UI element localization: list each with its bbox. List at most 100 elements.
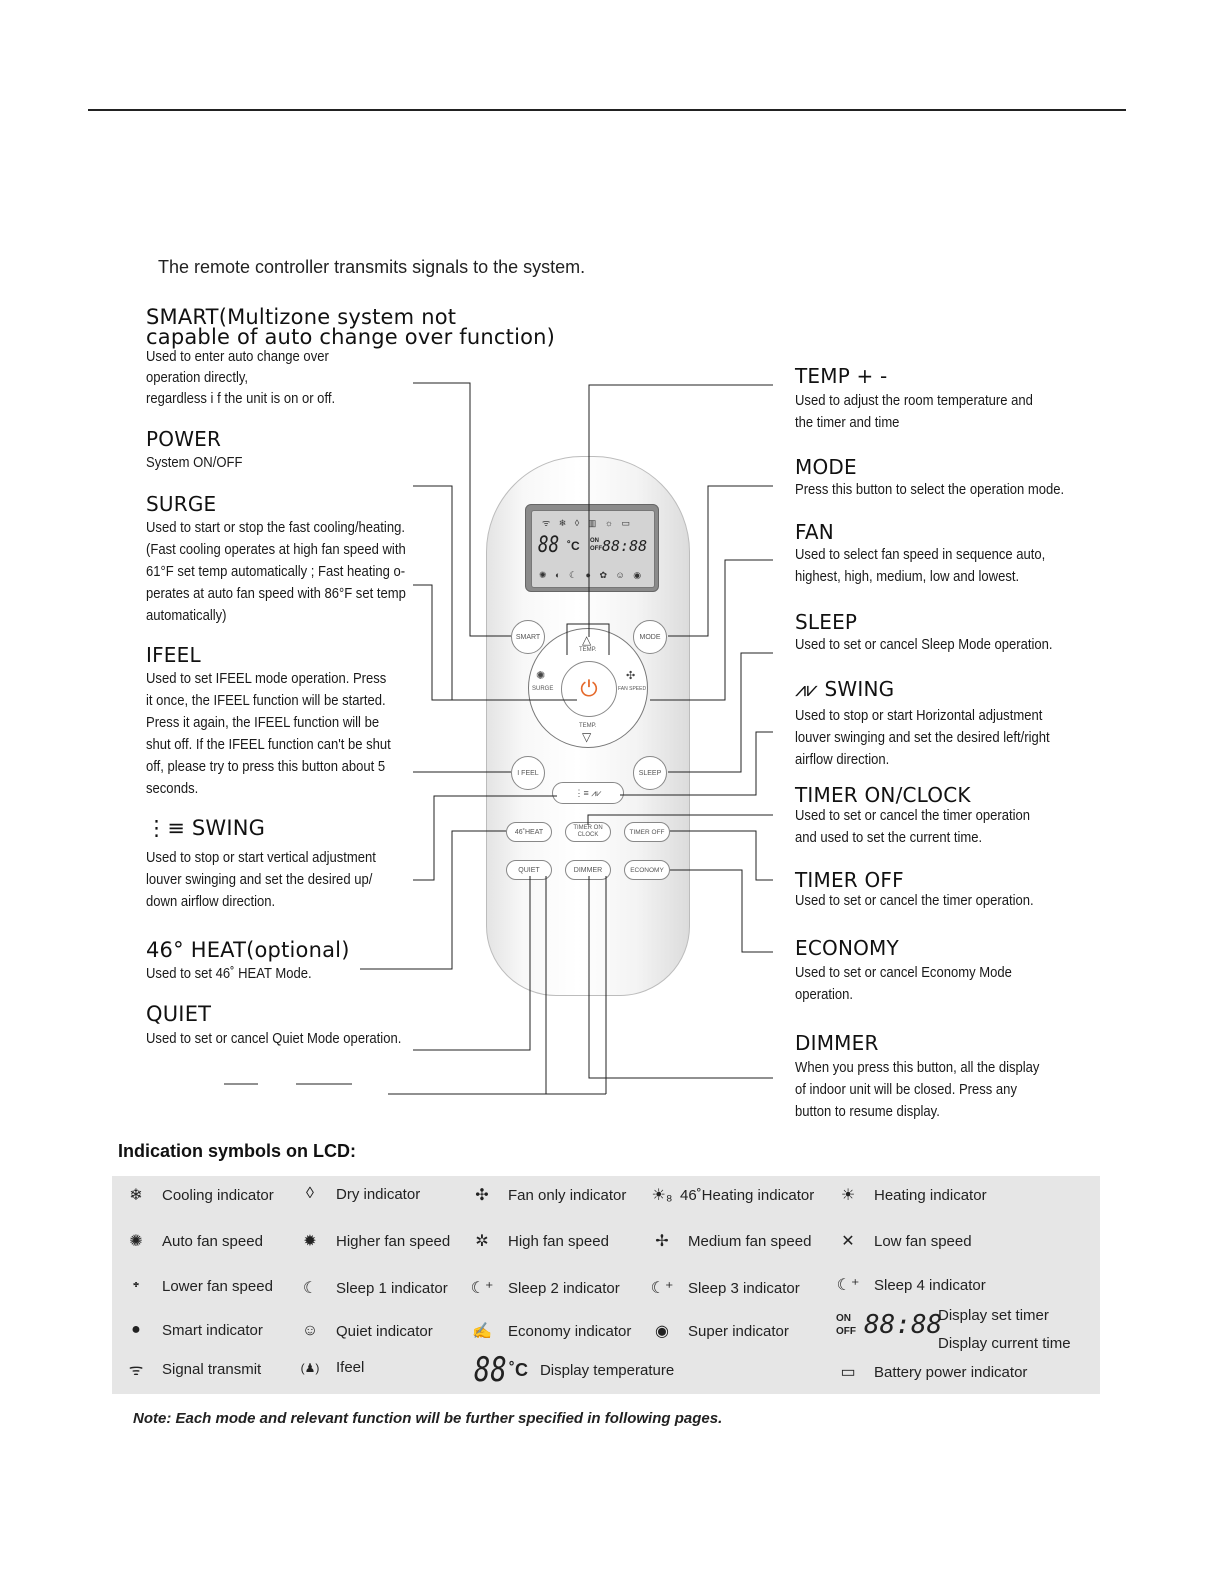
surge-desc: Used to start or stop the fast cooling/h… — [146, 520, 406, 624]
timer-digits: 88:88 — [864, 1310, 943, 1340]
smart-circle-icon: ● — [131, 1321, 141, 1338]
moon-stars-icon: ☾⁺ — [650, 1280, 674, 1297]
power-block: POWER System ON/OFF — [146, 429, 253, 474]
leader-smart — [413, 382, 511, 637]
moon-stars-4-icon: ☾⁺ — [836, 1277, 860, 1294]
power-button[interactable]: ⏻ — [561, 661, 617, 717]
top-rule — [88, 109, 1126, 111]
fan-speed-icon[interactable]: ✣ — [626, 670, 636, 682]
surge-fan-icon[interactable]: ✺ — [536, 670, 546, 682]
leader-timer-off — [670, 830, 773, 881]
leader-economy — [670, 869, 773, 953]
direction-pad: △ TEMP. TEMP. ▽ ✺ SURGE ✣ FAN SPEED ⏻ — [528, 628, 648, 748]
leader-mode — [668, 485, 773, 637]
ifeel-person-icon: (♟) — [300, 1360, 320, 1375]
lcd-temp-digits: 88 — [538, 533, 560, 558]
legend-battery: ▭Battery power indicator — [834, 1362, 1027, 1382]
sleep-desc: Used to set or cancel Sleep Mode operati… — [795, 637, 1053, 653]
legend-sleep-4: ☾⁺Sleep 4 indicator — [834, 1275, 986, 1295]
swing-vertical-title: ⋮≡ SWING — [146, 816, 266, 840]
moon-icon: ☾ — [302, 1280, 318, 1297]
dimmer-button[interactable]: DIMMER — [565, 860, 611, 880]
leader-power — [413, 485, 577, 701]
power-desc: System ON/OFF — [146, 455, 243, 471]
ifeel-title: IFEEL — [146, 643, 201, 667]
quiet-face-icon: ☺ — [301, 1322, 319, 1339]
swing-vertical-desc: Used to stop or start vertical adjustmen… — [146, 850, 376, 910]
heat46-button[interactable]: 46˚HEAT — [506, 822, 552, 842]
legend-sleep-3: ☾⁺Sleep 3 indicator — [648, 1278, 800, 1298]
moon-star-icon: ☾⁺ — [470, 1280, 494, 1297]
snowflake-icon: ❄ — [129, 1187, 143, 1204]
legend-temperature: 88 ˚C Display temperature — [474, 1350, 675, 1390]
lcd-time-digits: 88:88 — [602, 537, 648, 555]
leader-sleep — [668, 652, 773, 773]
higher-fan-icon: ✹ — [303, 1233, 317, 1250]
surge-block: SURGE Used to start or stop the fast coo… — [146, 494, 435, 627]
temp-down-arrow-icon[interactable]: ▽ — [582, 730, 592, 744]
economy-desc: Used to set or cancel Economy Mode opera… — [795, 965, 1012, 1003]
power-title: POWER — [146, 427, 222, 451]
legend-panel — [112, 1176, 1100, 1394]
swing-button[interactable]: ⋮≡ ⩘⩗ — [552, 782, 624, 804]
smart-block: SMART(Multizone system not capable of au… — [146, 307, 555, 410]
fan-speed-label: FAN SPEED — [618, 686, 647, 692]
smart-desc: Used to enter auto change over operation… — [146, 349, 336, 407]
legend-low-fan: ✕Low fan speed — [834, 1231, 971, 1251]
legend-super: ◉Super indicator — [648, 1321, 789, 1341]
legend-high-fan: ✲High fan speed — [468, 1231, 609, 1251]
mode-block: MODE Press this button to select the ope… — [795, 457, 1094, 501]
heat46-block: 46° HEAT(optional) Used to set 46˚ HEAT … — [146, 940, 350, 985]
legend-set-timer: Display set timer — [938, 1307, 1049, 1324]
legend-smart: ●Smart indicator — [122, 1321, 263, 1339]
swing-horizontal-block: ⩘⩗ SWING Used to stop or start Horizonta… — [795, 679, 1078, 771]
legend-economy: ✍Economy indicator — [468, 1321, 631, 1341]
legend-current-time: Display current time — [938, 1335, 1071, 1352]
legend-sleep-2: ☾⁺Sleep 2 indicator — [468, 1278, 620, 1298]
legend-heating: ☀Heating indicator — [834, 1185, 987, 1205]
ifeel-block: IFEEL Used to set IFEEL mode operation. … — [146, 645, 418, 800]
medium-fan-icon: ✢ — [655, 1233, 669, 1250]
swing-horizontal-desc: Used to stop or start Horizontal adjustm… — [795, 708, 1050, 768]
sleep-button[interactable]: SLEEP — [633, 756, 667, 790]
ifeel-button[interactable]: I FEEL — [511, 756, 545, 790]
intro-text: The remote controller transmits signals … — [158, 257, 586, 277]
lcd-temp-unit: ˚C — [567, 539, 580, 553]
quiet-title: QUIET — [146, 1002, 212, 1026]
leader-heat46 — [360, 830, 506, 970]
dimmer-desc: When you press this button, all the disp… — [795, 1060, 1040, 1120]
sun-icon: ☀ — [840, 1187, 856, 1204]
legend-heading: Indication symbols on LCD: — [118, 1141, 357, 1161]
smart-button[interactable]: SMART — [511, 620, 545, 654]
droplet-icon: ◊ — [306, 1185, 314, 1202]
temp-block: TEMP + - Used to adjust the room tempera… — [795, 366, 1059, 434]
low-fan-icon: ✕ — [841, 1233, 855, 1250]
lcd-icons-top: ᯤ ❄ ◊ ▥ ☼ ▭ — [542, 518, 633, 528]
footnote: Note: Each mode and relevant function wi… — [133, 1410, 723, 1427]
mode-desc: Press this button to select the operatio… — [795, 482, 1065, 498]
mode-button[interactable]: MODE — [633, 620, 667, 654]
legend-fan-only: ✣Fan only indicator — [468, 1185, 626, 1205]
heat46-title: 46° HEAT(optional) — [146, 938, 350, 962]
sleep-title: SLEEP — [795, 610, 858, 634]
ifeel-desc: Used to set IFEEL mode operation. Press … — [146, 671, 391, 797]
high-fan-icon: ✲ — [475, 1233, 489, 1250]
leader-timer-on — [587, 814, 773, 825]
timer-on-title: TIMER ON/CLOCK — [795, 783, 971, 807]
leader-dimmer — [588, 876, 773, 1079]
smart-title-1: SMART(Multizone system not — [146, 305, 457, 329]
leader-quiet — [413, 876, 531, 1051]
surge-title: SURGE — [146, 492, 217, 516]
sleep-block: SLEEP Used to set or cancel Sleep Mode o… — [795, 612, 1081, 656]
temperature-unit: ˚C — [508, 1359, 528, 1380]
economy-button[interactable]: ECONOMY — [624, 860, 670, 880]
quiet-button[interactable]: QUIET — [506, 860, 552, 880]
legend-auto-fan: ✺Auto fan speed — [122, 1231, 263, 1251]
sun-8-icon: ☀₈ — [651, 1187, 673, 1204]
temp-up-arrow-icon[interactable]: △ — [582, 633, 592, 647]
timer-off-button[interactable]: TIMER OFF — [624, 822, 670, 842]
heat46-desc: Used to set 46˚ HEAT Mode. — [146, 966, 312, 982]
